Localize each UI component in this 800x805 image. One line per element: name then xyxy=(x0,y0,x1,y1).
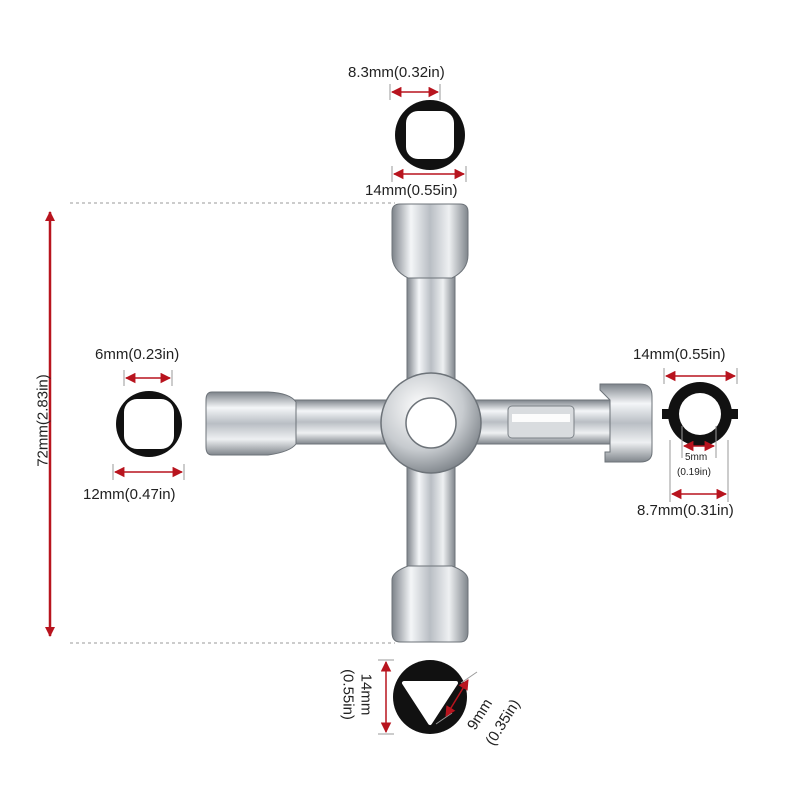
left-dimension-arrows xyxy=(112,370,185,480)
bottom-socket-profile-icon xyxy=(393,660,467,734)
top-inner-dimension-label: 8.3mm(0.32in) xyxy=(348,64,445,81)
bottom-outer-in-label: (0.55in) xyxy=(339,669,357,720)
cross-key-wrench-icon xyxy=(205,203,653,643)
right-inner-mm-label: 5mm xyxy=(685,452,708,463)
top-outer-dimension-label: 14mm(0.55in) xyxy=(365,182,458,199)
left-inner-dimension-label: 6mm(0.23in) xyxy=(95,346,180,363)
bottom-dimension-arrows xyxy=(378,659,478,735)
left-socket-profile-icon xyxy=(116,391,182,457)
right-middle-dimension-label: 8.7mm(0.31in) xyxy=(637,502,734,519)
top-socket-profile-icon xyxy=(395,100,465,170)
left-outer-dimension-label: 12mm(0.47in) xyxy=(83,486,176,503)
right-dimension-arrows xyxy=(663,368,738,502)
right-end-profile-icon xyxy=(662,382,738,446)
right-outer-dimension-label: 14mm(0.55in) xyxy=(633,346,726,363)
overall-height-label: 72mm(2.83in) xyxy=(34,374,52,467)
top-dimension-arrows xyxy=(389,84,467,182)
right-inner-in-label: (0.19in) xyxy=(677,467,711,478)
bottom-outer-mm-label: 14mm xyxy=(357,673,375,716)
